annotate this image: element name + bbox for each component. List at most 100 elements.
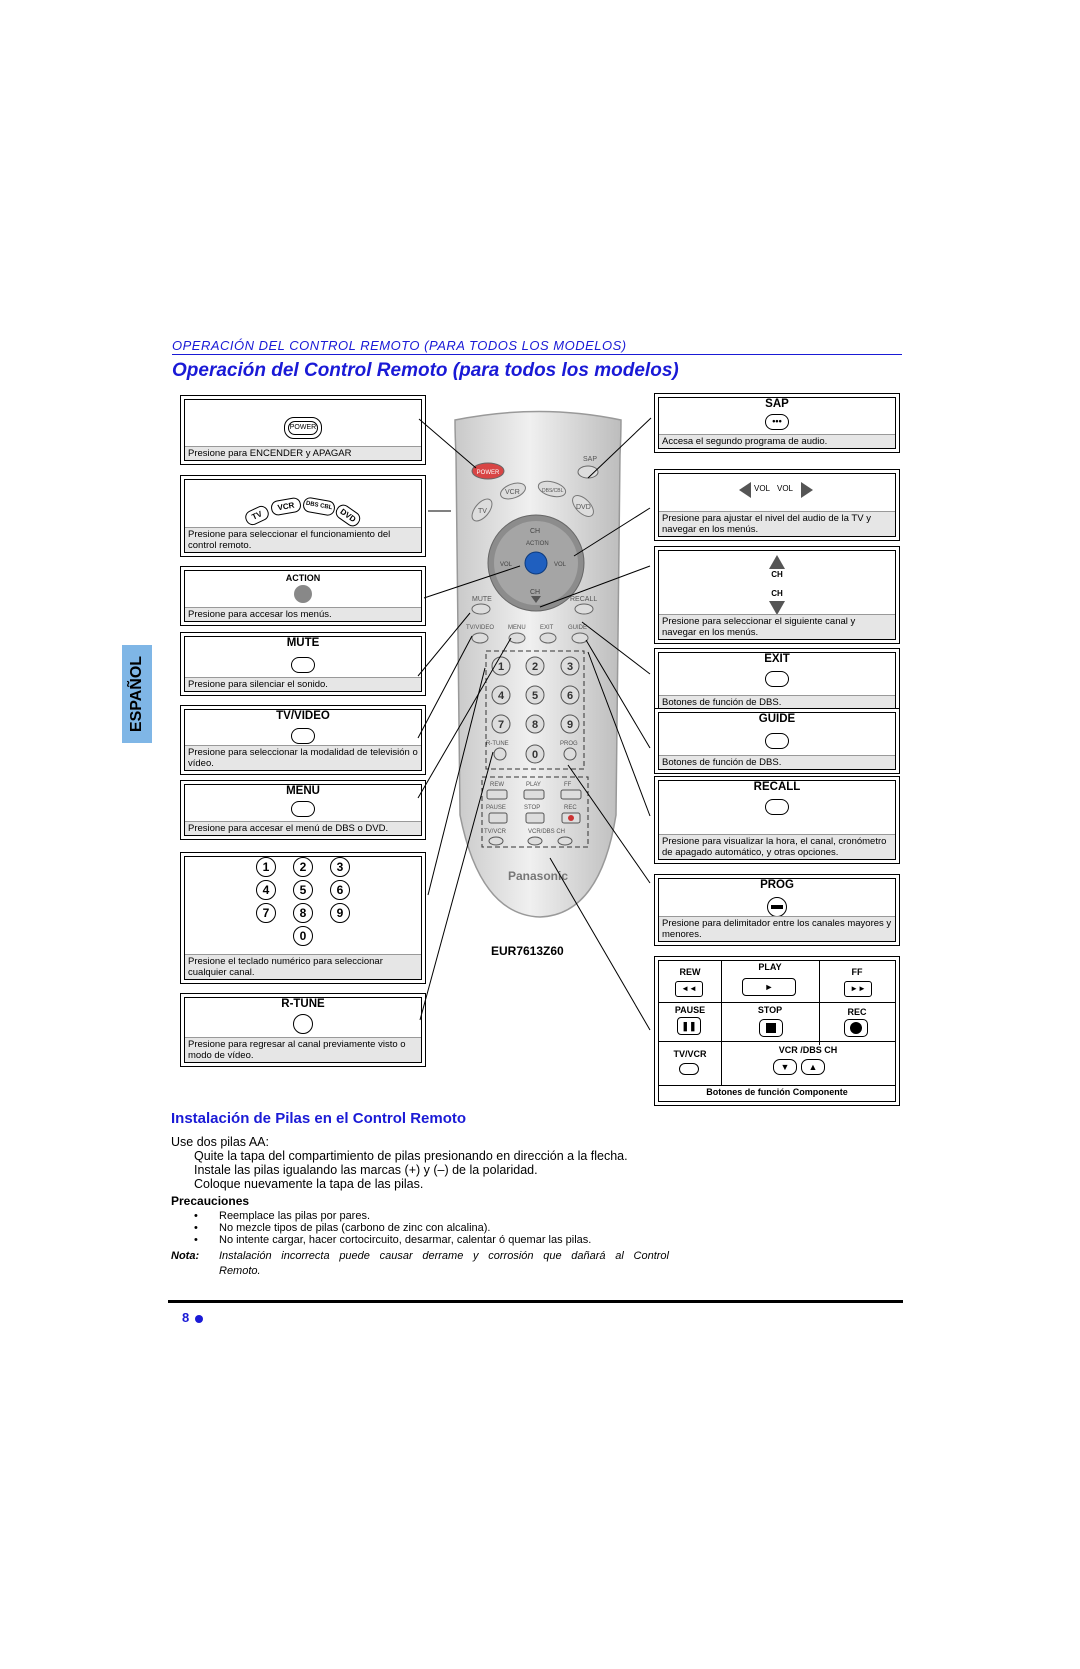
page-title: Operación del Control Remoto (para todos… xyxy=(172,360,679,381)
exit-icon xyxy=(765,671,789,687)
prog-icon xyxy=(767,897,787,917)
remote-illustration: POWER SAP TV VCR DBS/CBL DVD CH ACTION V… xyxy=(454,410,622,918)
digit-1-icon: 1 xyxy=(256,857,276,877)
mode-caption: Presione para seleccionar el funcionamie… xyxy=(185,527,421,552)
vol-up-icon xyxy=(801,482,813,498)
ch-down-icon xyxy=(769,601,785,615)
remote-vcr-label: VCR xyxy=(505,489,520,496)
mute-caption: Presione para silenciar el sonido. xyxy=(185,677,421,691)
rec-icon xyxy=(844,1019,868,1037)
svg-text:PAUSE: PAUSE xyxy=(486,805,506,811)
svg-text:REC: REC xyxy=(564,805,577,811)
tvvideo-icon xyxy=(291,728,315,744)
exit-caption: Botones de función de DBS. xyxy=(659,695,895,709)
menu-box: MENU Presione para accesar el menú de DB… xyxy=(180,780,426,840)
power-box: POWER Presione para ENCENDER y APAGAR xyxy=(180,395,426,465)
remote-prog-label: PROG xyxy=(560,741,578,747)
menu-icon xyxy=(291,801,315,817)
svg-text:1: 1 xyxy=(498,661,504,673)
rtune-caption: Presione para regresar al canal previame… xyxy=(185,1037,421,1062)
menu-caption: Presione para accesar el menú de DBS o D… xyxy=(185,821,421,835)
svg-text:2: 2 xyxy=(532,661,538,673)
language-tab: ESPAÑOL xyxy=(122,645,152,743)
digit-0-icon: 0 xyxy=(293,926,313,946)
vol-down-icon xyxy=(739,482,751,498)
tvvideo-box: TV/VIDEO Presione para seleccionar la mo… xyxy=(180,705,426,775)
rew-icon: ◄◄ xyxy=(675,981,703,997)
remote-vol-left-label: VOL xyxy=(500,562,513,568)
precaution-2: No mezcle tipos de pilas (carbono de zin… xyxy=(219,1222,491,1234)
prog-box: PROG Presione para delimitador entre los… xyxy=(654,874,900,946)
rtune-box: R-TUNE Presione para regresar al canal p… xyxy=(180,993,426,1067)
guide-icon xyxy=(765,733,789,749)
digit-2-icon: 2 xyxy=(293,857,313,877)
remote-dbs-label: DBS/CBL xyxy=(542,488,564,494)
svg-text:VCR/DBS CH: VCR/DBS CH xyxy=(528,829,565,835)
svg-text:3: 3 xyxy=(567,661,573,673)
battery-section-title: Instalación de Pilas en el Control Remot… xyxy=(171,1110,467,1127)
component-box: REW ◄◄ PLAY ► FF ►► PAUSE ❚❚ STOP REC TV… xyxy=(654,956,900,1106)
precaution-1: Reemplace las pilas por pares. xyxy=(219,1210,371,1222)
remote-power-button xyxy=(471,462,505,480)
battery-step-2: Instale las pilas igualando las marcas (… xyxy=(194,1163,538,1177)
digit-9-icon: 9 xyxy=(330,903,350,923)
svg-text:6: 6 xyxy=(567,690,573,702)
remote-rtune-label: R-TUNE xyxy=(486,741,509,747)
tvvcr-icon xyxy=(679,1063,699,1075)
digit-6-icon: 6 xyxy=(330,880,350,900)
note-text-line2: Remoto. xyxy=(219,1265,261,1277)
numpad-caption: Presione el teclado numérico para selecc… xyxy=(185,954,421,979)
stop-icon xyxy=(759,1019,783,1037)
vol-caption: Presione para ajustar el nivel del audio… xyxy=(659,511,895,536)
svg-text:STOP: STOP xyxy=(524,805,540,811)
mute-icon xyxy=(291,657,315,673)
remote-brand-label: Panasonic xyxy=(508,869,568,883)
ch-box: CH CH Presione para seleccionar el sigui… xyxy=(654,546,900,644)
remote-menu-label: MENU xyxy=(508,625,526,631)
play-icon: ► xyxy=(742,978,796,996)
remote-sap-button xyxy=(577,465,599,479)
recall-icon xyxy=(765,799,789,815)
ch-up-icon xyxy=(769,555,785,569)
remote-recall-button xyxy=(574,603,594,615)
sap-icon: ••• xyxy=(765,414,789,430)
precaution-3: No intente cargar, hacer cortocircuito, … xyxy=(219,1234,592,1246)
footer-rule xyxy=(168,1300,903,1303)
mode-box: TV VCR DBS CBL DVD Presione para selecci… xyxy=(180,475,426,557)
action-caption: Presione para accesar los menús. xyxy=(185,607,421,621)
digit-7-icon: 7 xyxy=(256,903,276,923)
svg-text:PLAY: PLAY xyxy=(526,782,541,788)
svg-text:0: 0 xyxy=(532,749,538,761)
prog-caption: Presione para delimitador entre los cana… xyxy=(659,916,895,941)
remote-vol-right-label: VOL xyxy=(554,562,567,568)
battery-step-3: Coloque nuevamente la tapa de las pilas. xyxy=(194,1177,424,1191)
remote-ch-top-label: CH xyxy=(530,528,540,535)
svg-text:4: 4 xyxy=(498,690,505,702)
remote-tvvideo-label: TV/VIDEO xyxy=(466,625,494,631)
remote-action-label: ACTION xyxy=(526,541,549,547)
note-label: Nota: xyxy=(171,1250,200,1262)
tvvideo-caption: Presione para seleccionar la modalidad d… xyxy=(185,745,421,770)
guide-box: GUIDE Botones de función de DBS. xyxy=(654,708,900,774)
remote-action-button xyxy=(524,551,548,575)
action-box: ACTION Presione para accesar los menús. xyxy=(180,566,426,626)
remote-mute-button xyxy=(471,603,491,615)
svg-text:5: 5 xyxy=(532,690,538,702)
digit-4-icon: 4 xyxy=(256,880,276,900)
vcrdbs-ch-up-icon: ▲ xyxy=(801,1059,825,1075)
power-icon: POWER xyxy=(284,417,322,439)
svg-text:8: 8 xyxy=(532,719,538,731)
vcrdbs-ch-down-icon: ▼ xyxy=(773,1059,797,1075)
bullet-icon xyxy=(194,1314,203,1323)
ff-icon: ►► xyxy=(844,981,872,997)
remote-dvd-label: DVD xyxy=(576,504,591,511)
guide-caption: Botones de función de DBS. xyxy=(659,755,895,769)
digit-5-icon: 5 xyxy=(293,880,313,900)
remote-recall-label: RECALL xyxy=(570,596,597,603)
remote-power-label: POWER xyxy=(477,470,500,476)
recall-caption: Presione para visualizar la hora, el can… xyxy=(659,834,895,859)
precautions-title: Precauciones xyxy=(171,1194,250,1208)
remote-tv-label: TV xyxy=(478,508,487,515)
recall-box: RECALL Presione para visualizar la hora,… xyxy=(654,776,900,864)
remote-guide-label: GUIDE xyxy=(568,625,587,631)
